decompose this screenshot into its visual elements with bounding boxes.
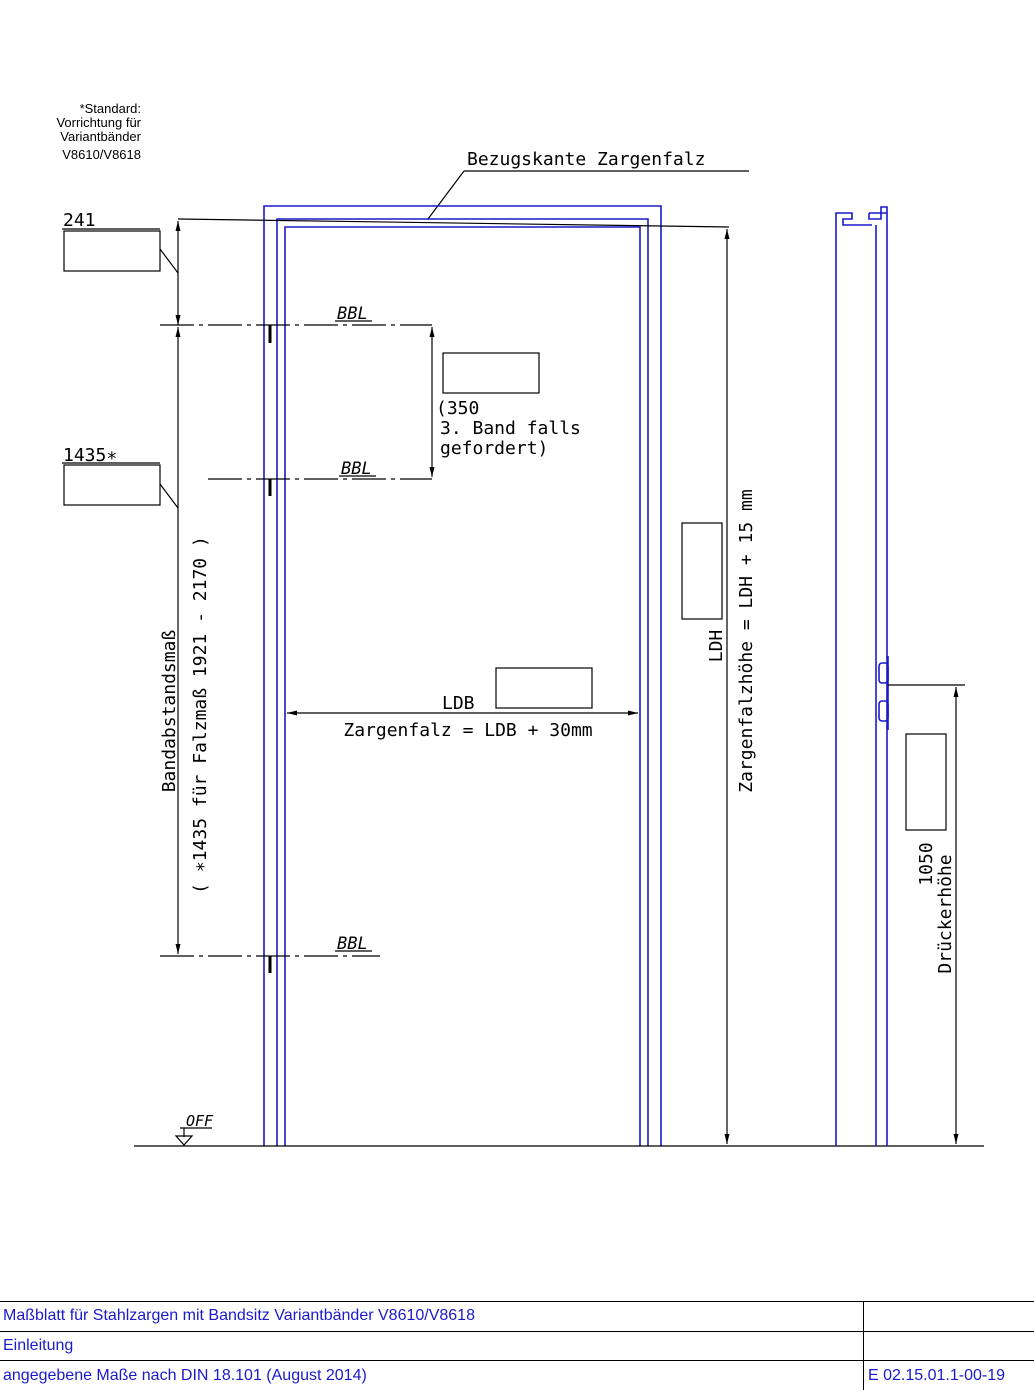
frame-height-formula: Zargenfalzhöhe = LDH + 15 mm: [736, 489, 757, 792]
bbl-label-bottom: BBL: [337, 934, 368, 954]
bbl-label-top: BBL: [337, 304, 368, 324]
third-hinge-note-line-2: 3. Band falls: [440, 418, 581, 439]
title-block-row: Maßblatt für Stahlzargen mit Bandsitz Va…: [0, 1301, 1034, 1332]
third-hinge-note-line-1: (350: [436, 398, 479, 419]
ldb-label: LDB: [442, 693, 475, 714]
dimension-1435-input-box: [63, 464, 161, 506]
frame-width-formula: Zargenfalz = LDB + 30mm: [343, 720, 592, 741]
standard-reference: angegebene Maße nach DIN 18.101 (August …: [0, 1360, 864, 1390]
bbl-label-middle: BBL: [341, 459, 372, 479]
floor-level-label: OFF: [186, 1112, 214, 1130]
technical-drawing: *Standard: Vorrichtung für Variantbänder…: [56, 101, 984, 1147]
standard-note-line-1: *Standard:: [80, 101, 141, 116]
dimension-1435-leader-diag: [159, 483, 179, 509]
sheet-title: Maßblatt für Stahlzargen mit Bandsitz Va…: [0, 1301, 864, 1332]
handle-height-input-box: [905, 733, 947, 831]
handle-height-label: Drückerhöhe: [935, 854, 956, 973]
dimension-241-input-box: [63, 230, 161, 272]
dimension-1435-label: 1435∗: [63, 445, 117, 466]
hinge-spacing-label: Bandabstandsmaß: [159, 630, 180, 793]
standard-note-line-2: Vorrichtung für: [56, 115, 141, 130]
standard-note-line-4: V8610/V8618: [62, 147, 141, 162]
reference-edge-label: Bezugskante Zargenfalz: [467, 149, 705, 170]
frame-side-section: [835, 206, 888, 1146]
document-number: E 02.15.01.1-00-19: [863, 1360, 1034, 1390]
dimension-241-label: 241: [63, 210, 96, 231]
title-block-cell-right: [863, 1301, 1034, 1332]
ldb-input-box: [495, 667, 593, 709]
dimension-241-leader-diag: [159, 248, 179, 274]
floor-level-marker: [174, 1127, 212, 1146]
third-hinge-note-line-3: gefordert): [440, 438, 548, 459]
hinge-spacing-note: ( ∗1435 für Falzmaß 1921 - 2170 ): [190, 536, 211, 894]
door-frame-front: [263, 205, 662, 1146]
title-block-row: angegebene Maße nach DIN 18.101 (August …: [0, 1360, 1034, 1390]
ldh-input-box: [681, 522, 723, 620]
reference-edge-leader: [427, 170, 749, 220]
ldh-label: LDH: [706, 630, 727, 663]
door-handle-side: [878, 656, 889, 730]
third-hinge-input-box: [442, 352, 540, 394]
title-block-row: Einleitung: [0, 1330, 1034, 1361]
standard-note-line-3: Variantbänder: [60, 129, 141, 144]
handle-height-value: 1050: [916, 842, 937, 885]
extension-line-reference-top: [177, 218, 730, 228]
title-block: Maßblatt für Stahlzargen mit Bandsitz Va…: [0, 1301, 1034, 1390]
sheet-section: Einleitung: [0, 1330, 864, 1361]
title-block-cell-right: [863, 1330, 1034, 1361]
